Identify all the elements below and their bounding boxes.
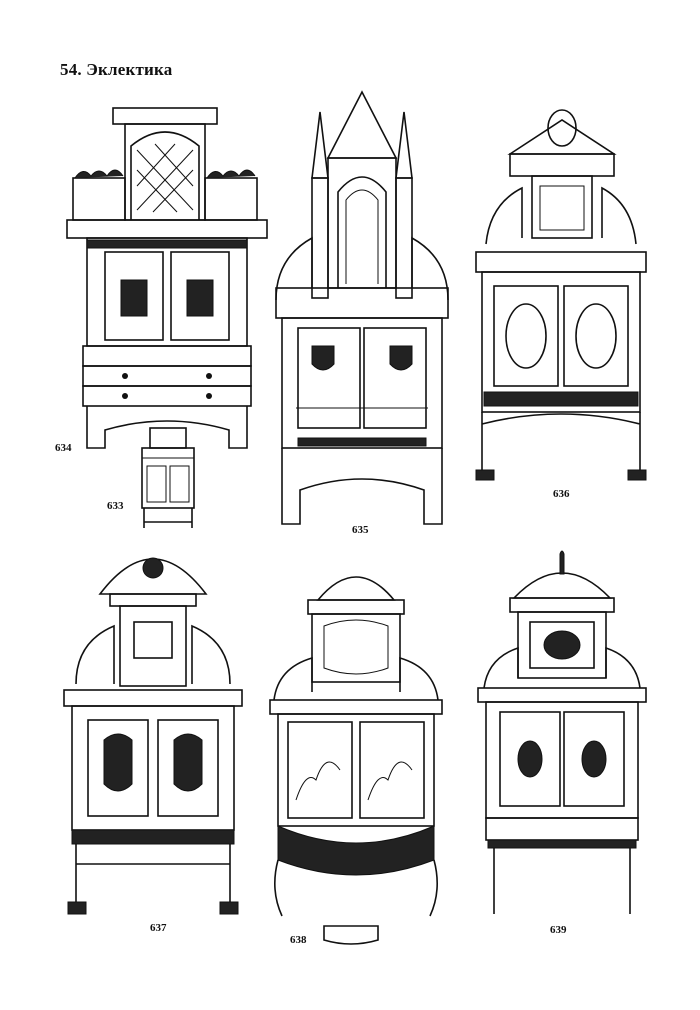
figure-633-label: 633 bbox=[107, 500, 124, 512]
figure-638-label: 638 bbox=[290, 934, 307, 946]
figure-637-cabinet-drawing bbox=[63, 557, 243, 915]
figure-639-cabinet-drawing bbox=[477, 550, 647, 914]
figure-636-label: 636 bbox=[553, 488, 570, 500]
page-heading: 54. Эклектика bbox=[60, 60, 173, 79]
figure-635-cabinet-drawing bbox=[275, 90, 449, 525]
figure-634-label: 634 bbox=[55, 442, 72, 454]
figure-638-detail-drawing bbox=[323, 925, 379, 945]
figure-637-label: 637 bbox=[150, 922, 167, 934]
figure-639-label: 639 bbox=[550, 924, 567, 936]
figure-634-cabinet-drawing bbox=[66, 107, 268, 449]
figure-638-cabinet-drawing bbox=[269, 576, 443, 917]
figure-633-cabinet-drawing bbox=[141, 427, 195, 528]
figure-636-cabinet-drawing bbox=[475, 109, 647, 481]
figure-635-label: 635 bbox=[352, 524, 369, 536]
